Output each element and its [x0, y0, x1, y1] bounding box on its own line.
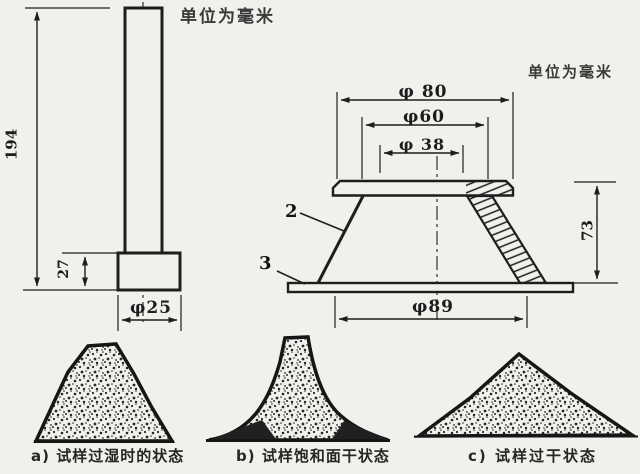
tamping-rod	[116, 2, 182, 322]
caption-state-a: a) 试样过湿时的状态	[31, 447, 185, 465]
caption-state-b: b) 试样饱和面干状态	[236, 447, 390, 465]
dimension-73: 73	[578, 220, 597, 241]
dimension-phi80: φ 80	[398, 82, 448, 102]
mold-flange-section-hatch	[466, 182, 512, 195]
sand-pile-ssd	[206, 335, 390, 442]
dimension-phi89: φ89	[411, 297, 455, 317]
sand-pile-dry	[413, 351, 638, 438]
rod-foot	[116, 251, 182, 292]
mold-left-wall	[316, 195, 365, 284]
dimension-phi25: φ25	[129, 298, 173, 318]
dimension-194: 194	[2, 128, 21, 161]
caption-state-c: c) 试样过干状态	[468, 447, 597, 465]
units-note-left: 单位为毫米	[180, 7, 275, 27]
dimension-27: 27	[56, 259, 72, 279]
leader-part-3	[276, 270, 306, 285]
part-label-cone: 2	[285, 201, 298, 222]
dimension-phi60: φ60	[402, 107, 446, 127]
leader-part-2	[299, 212, 345, 232]
mold-right-wall-section	[465, 194, 548, 285]
units-note-right: 单位为毫米	[528, 63, 614, 81]
part-label-plate: 3	[259, 253, 272, 274]
sand-pile-wet	[33, 342, 176, 443]
mold-base-plate	[286, 281, 575, 294]
rod-shaft	[123, 6, 164, 255]
cone-mold	[276, 156, 575, 323]
rod-dimensions	[23, 7, 182, 331]
mold-dimensions	[334, 92, 618, 328]
dimension-phi38: φ 38	[398, 135, 446, 154]
